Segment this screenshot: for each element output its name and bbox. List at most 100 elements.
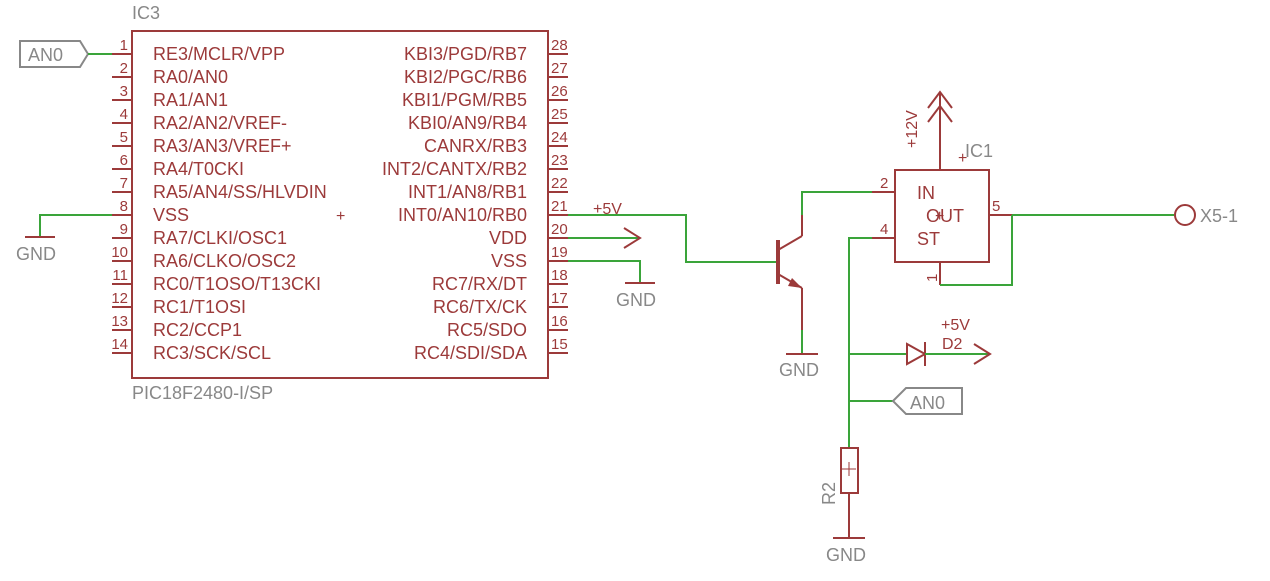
ic3-pin-number: 19 (551, 244, 568, 261)
gnd-transistor-label: GND (779, 360, 819, 380)
ic3-pin-label: VSS (491, 251, 527, 271)
gnd-r2-label: GND (826, 545, 866, 565)
ic3-pin-label: RC3/SCK/SCL (153, 343, 271, 363)
ic3-pin-number: 18 (551, 267, 568, 284)
ic3-pin-number: 11 (112, 267, 128, 284)
ic3-pin-label: RC1/T1OSI (153, 297, 246, 317)
ic3-pin-number: 26 (551, 83, 568, 100)
ic1-name: IC1 (965, 141, 993, 161)
ic3-pin-number: 12 (111, 290, 128, 307)
wire-rb0-base (568, 214, 778, 263)
d2-label: D2 (942, 336, 963, 353)
ic3-origin-mark: + (336, 208, 345, 225)
ic1-pin1-num: 1 (924, 274, 941, 282)
ic3-pin-label: RA7/CLKI/OSC1 (153, 228, 287, 248)
wire-out-gnd-loop (940, 215, 1013, 286)
ic3-pin-number: 8 (120, 198, 128, 215)
resistor-r2 (840, 447, 859, 494)
x5-label: X5-1 (1200, 206, 1238, 226)
supply-5v-d2-arrow (973, 343, 992, 365)
vdd-arrow-symbol (623, 227, 642, 249)
an0-port-right[interactable]: AN0 (891, 387, 963, 415)
ic3-pin-number: 4 (120, 106, 128, 123)
ic1-pin4-num: 4 (880, 221, 888, 238)
ic1-in-label: IN (917, 183, 935, 203)
ic3-pin-number: 14 (111, 336, 128, 353)
ic3-pin-number: 22 (551, 175, 568, 192)
ic3-pin-label: RC0/T1OSO/T13CKI (153, 274, 321, 294)
ic3-pin-label: RA0/AN0 (153, 67, 228, 87)
ic3-pin-number: 15 (551, 336, 568, 353)
ic3-pin-label: RC2/CCP1 (153, 320, 242, 340)
ic3-pin-label: KBI3/PGD/RB7 (404, 44, 527, 64)
ic3-pin-number: 16 (551, 313, 568, 330)
ic3-pin-number: 23 (551, 152, 568, 169)
ic3-pin-label: RA4/T0CKI (153, 159, 244, 179)
npn-transistor (776, 215, 803, 330)
wire-collector-in (801, 191, 872, 215)
ic3-body (131, 30, 549, 379)
supply-12v-arrow (927, 90, 953, 123)
ic3-pin-label: RE3/MCLR/VPP (153, 44, 285, 64)
ic3-pin-label: RA1/AN1 (153, 90, 228, 110)
an0-port-right-label: AN0 (910, 393, 945, 413)
ic3-name: IC3 (132, 3, 160, 23)
ic3-pin-label: KBI2/PGC/RB6 (404, 67, 527, 87)
ic3-pin-label: RC7/RX/DT (432, 274, 527, 294)
ic3-pin-label: KBI1/PGM/RB5 (402, 90, 527, 110)
ic3-pin-label: RC5/SDO (447, 320, 527, 340)
ic3-pin-label: INT0/AN10/RB0 (398, 205, 527, 225)
ic1-origin-mark: + (935, 208, 944, 225)
gnd-left-label: GND (16, 244, 56, 264)
wire-st-node (848, 237, 872, 448)
ic3-pin-number: 28 (551, 37, 568, 54)
ic3-pin-label: KBI0/AN9/RB4 (408, 113, 527, 133)
ic3-pin-label: RA6/CLKO/OSC2 (153, 251, 296, 271)
ic3-pin-number: 9 (120, 221, 128, 238)
ic3-pin-label: VDD (489, 228, 527, 248)
ic1-ref-mark: + (958, 150, 967, 167)
an0-port-left-label: AN0 (28, 45, 63, 65)
gnd-vss-label: GND (616, 290, 656, 310)
supply-12v-label: +12V (904, 110, 921, 148)
ic3-pin-number: 25 (551, 106, 568, 123)
ic3-pin-label: RC6/TX/CK (433, 297, 527, 317)
an0-port-left[interactable]: AN0 (19, 40, 90, 68)
ic3-pin-label: INT1/AN8/RB1 (408, 182, 527, 202)
ic1-pin5-num: 5 (992, 198, 1000, 215)
ic3-pin-number: 5 (120, 129, 128, 146)
ic3-pin-label: RC4/SDI/SDA (414, 343, 527, 363)
ic3-pin-label: RA3/AN3/VREF+ (153, 136, 292, 156)
ic3-pin-label: VSS (153, 205, 189, 225)
ic3-value: PIC18F2480-I/SP (132, 383, 273, 403)
ic3-left-pins: 1 RE3/MCLR/VPP 2 RA0/AN0 3 RA1/AN1 4 RA2/AN2/VR… (111, 37, 326, 363)
ic3-pin-number: 17 (551, 290, 568, 307)
ic1-out-label: OUT (926, 206, 964, 226)
r2-label: R2 (819, 482, 839, 505)
ic3-pin-label: RA5/AN4/SS/HLVDIN (153, 182, 327, 202)
ic3-pin-number: 1 (120, 37, 128, 54)
net-5v-rb0-label: +5V (593, 201, 622, 218)
ic3-pin-number: 3 (120, 83, 128, 100)
ic3-pin-number: 6 (120, 152, 128, 169)
ic3-pin-number: 24 (551, 129, 568, 146)
wire-pin8-gnd (39, 214, 112, 237)
ic3-pin-label: INT2/CANTX/RB2 (382, 159, 527, 179)
ic1-pin2-num: 2 (880, 175, 888, 192)
ic3-pin-number: 27 (551, 60, 568, 77)
ic3-pin-label: RA2/AN2/VREF- (153, 113, 287, 133)
diode-d2 (906, 342, 928, 366)
ic3-pin-number: 20 (551, 221, 568, 238)
ic3-pin-number: 10 (111, 244, 128, 261)
ic3-pin-number: 21 (551, 198, 568, 215)
x5-connector[interactable] (1174, 204, 1196, 226)
ic3-pin-number: 13 (111, 313, 128, 330)
ic3-right-pins: 28 KBI3/PGD/RB7 27 KBI2/PGC/RB6 26 KBI1/PGM/R… (382, 37, 568, 363)
supply-5v-d2-label: +5V (941, 317, 970, 334)
ic1-st-label: ST (917, 229, 940, 249)
ic3-pin-number: 2 (120, 60, 128, 77)
ic3-pin-label: CANRX/RB3 (424, 136, 527, 156)
wire-vss-gnd (568, 260, 641, 283)
ic3-pin-number: 7 (120, 175, 128, 192)
